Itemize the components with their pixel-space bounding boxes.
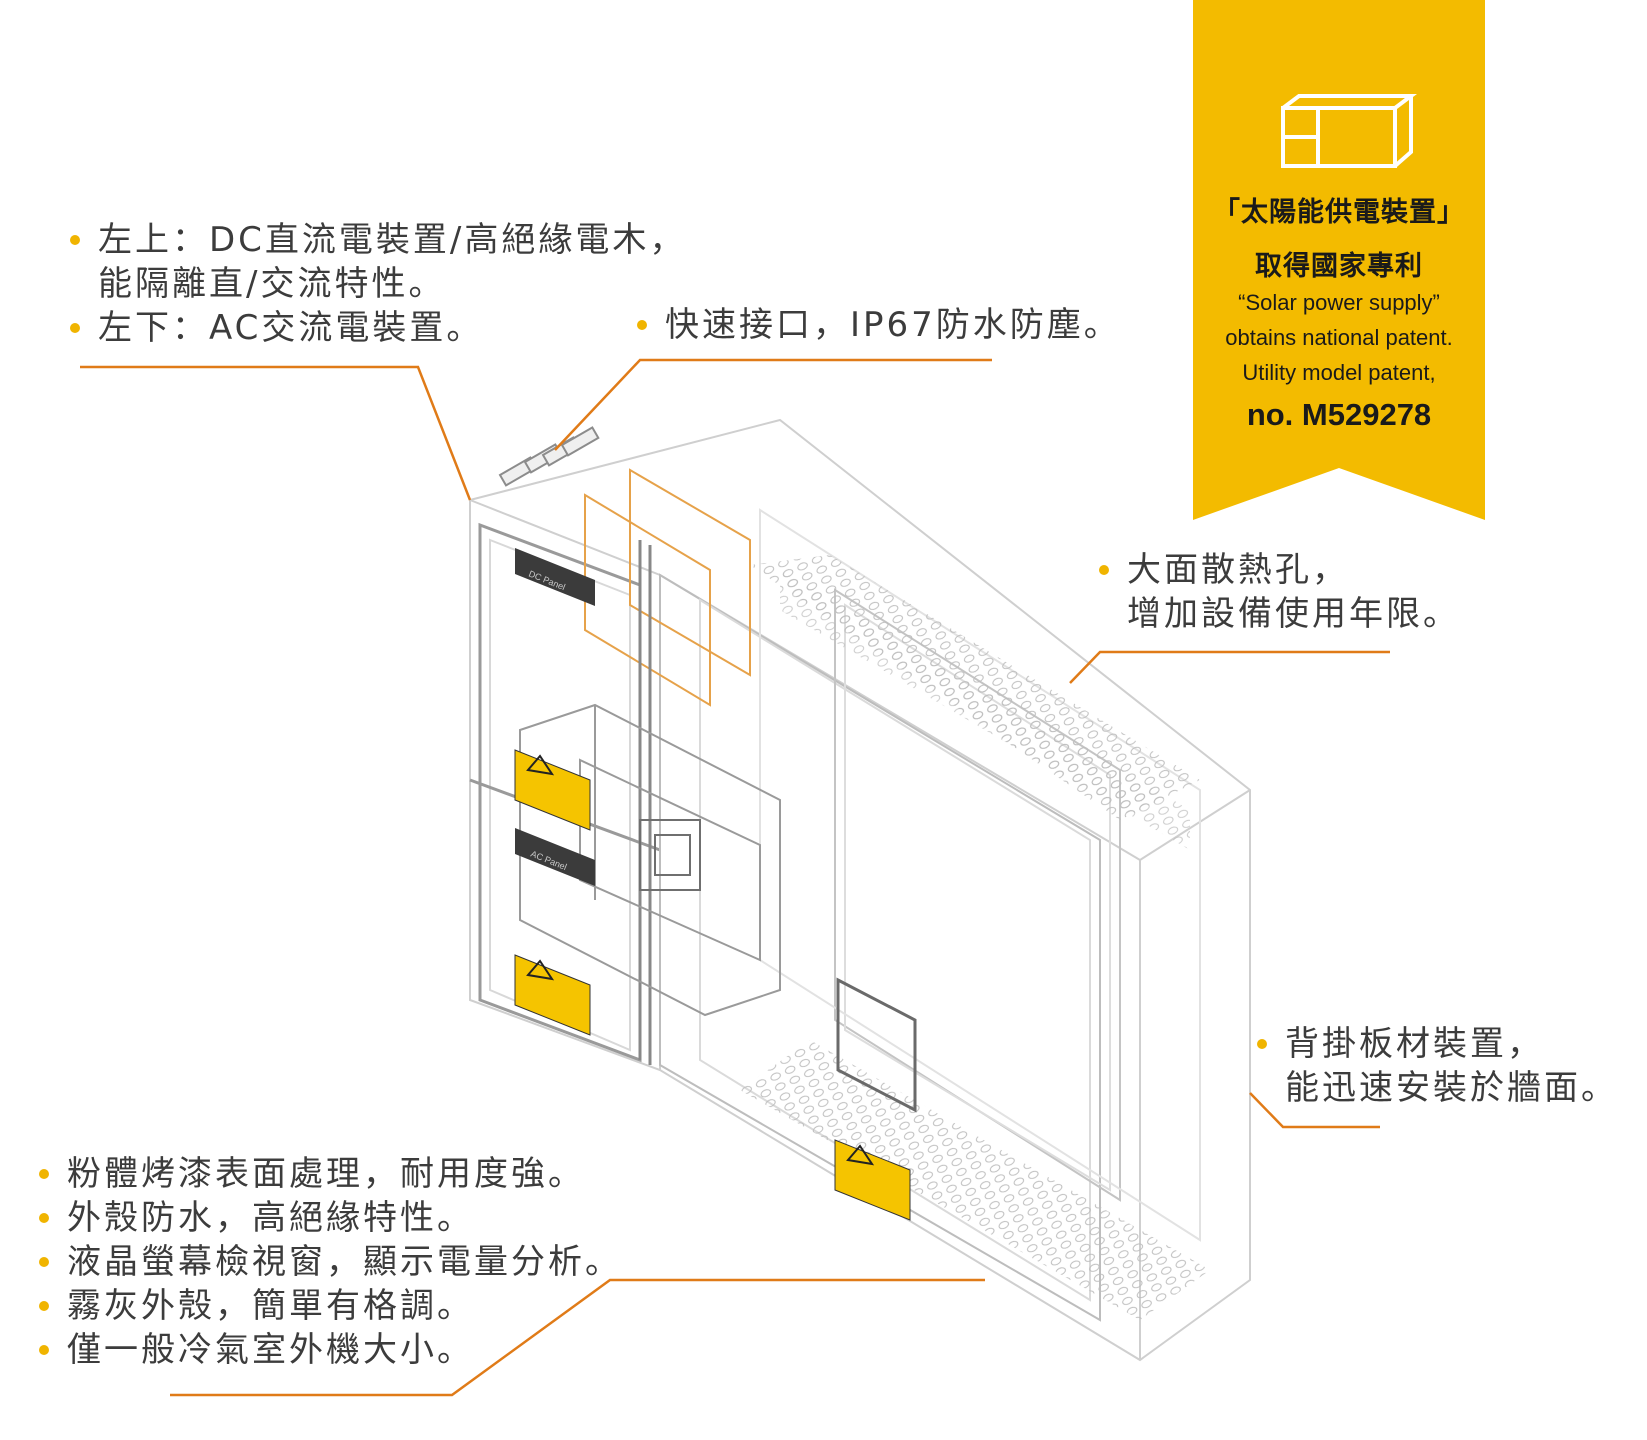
bullet-icon [39, 1345, 49, 1355]
feature-item: 霧灰外殼，簡單有格調。 [67, 1286, 474, 1326]
note-isolation-line: 能隔離直/交流特性。 [98, 264, 446, 304]
badge-patent-number: no. M529278 [1246, 397, 1432, 432]
vent-holes-right-top [780, 570, 1190, 850]
feature-item: 外殼防水，高絕緣特性。 [67, 1198, 474, 1238]
bullet-icon [70, 323, 80, 333]
lcd-view-window [836, 977, 917, 1113]
cabinet-outline [469, 418, 1251, 1362]
note-backplate-line2: 能迅速安裝於牆面。 [1285, 1068, 1618, 1108]
badge-en-line1: “Solar power supply” [1238, 290, 1440, 315]
note-backplate-line1: 背掛板材裝置， [1285, 1024, 1544, 1064]
note-feature-list: 粉體烤漆表面處理，耐用度強。 外殼防水，高絕緣特性。 液晶螢幕檢視窗，顯示電量分… [39, 1152, 622, 1372]
dc-panel-plate: DC Panel [515, 548, 595, 606]
waterproof-connectors [498, 426, 600, 487]
warning-triangle-icons [526, 754, 875, 1166]
note-backplate: 背掛板材裝置， 能迅速安裝於牆面。 [1257, 1022, 1618, 1110]
mounting-rails [638, 540, 652, 1065]
feature-item: 僅一般冷氣室外機大小。 [67, 1330, 474, 1370]
bullet-icon [39, 1257, 49, 1267]
bullet-icon [1099, 565, 1109, 575]
leader-lines [80, 358, 1390, 1397]
feature-item: 粉體烤漆表面處理，耐用度強。 [67, 1154, 585, 1194]
bullet-icon [70, 235, 80, 245]
bullet-icon [39, 1169, 49, 1179]
badge-en-line3: Utility model patent, [1242, 360, 1436, 385]
bullet-icon [1257, 1039, 1267, 1049]
badge-en-line2: obtains national patent. [1225, 325, 1453, 350]
bullet-icon [39, 1213, 49, 1223]
cabinet-icon [1281, 94, 1417, 168]
feature-item: 液晶螢幕檢視窗，顯示電量分析。 [67, 1242, 622, 1282]
note-dc-ac-devices: 左上：DC直流電裝置/高絕緣電木， 能隔離直/交流特性。 左下：AC交流電裝置。 [70, 218, 687, 350]
badge-title: 「太陽能供電裝置」 [1213, 197, 1465, 228]
note-connector-text: 快速接口，IP67防水防塵。 [665, 305, 1121, 345]
note-dc-line: 左上：DC直流電裝置/高絕緣電木， [98, 220, 687, 260]
note-ac-line: 左下：AC交流電裝置。 [98, 308, 484, 348]
badge-subtitle: 取得國家專利 [1255, 251, 1423, 282]
bullet-icon [39, 1301, 49, 1311]
note-vents: 大面散熱孔， 增加設備使用年限。 [1099, 548, 1460, 636]
note-vents-line2: 增加設備使用年限。 [1127, 594, 1460, 634]
vent-holes-bottom [740, 1040, 1210, 1320]
patent-ribbon-badge: 「太陽能供電裝置」 取得國家專利 “Solar power supply” ob… [1193, 0, 1485, 520]
ac-panel-plate: AC Panel [515, 828, 595, 886]
note-connector: 快速接口，IP67防水防塵。 [637, 303, 1121, 347]
note-vents-line1: 大面散熱孔， [1127, 550, 1349, 590]
bullet-icon [637, 320, 647, 330]
